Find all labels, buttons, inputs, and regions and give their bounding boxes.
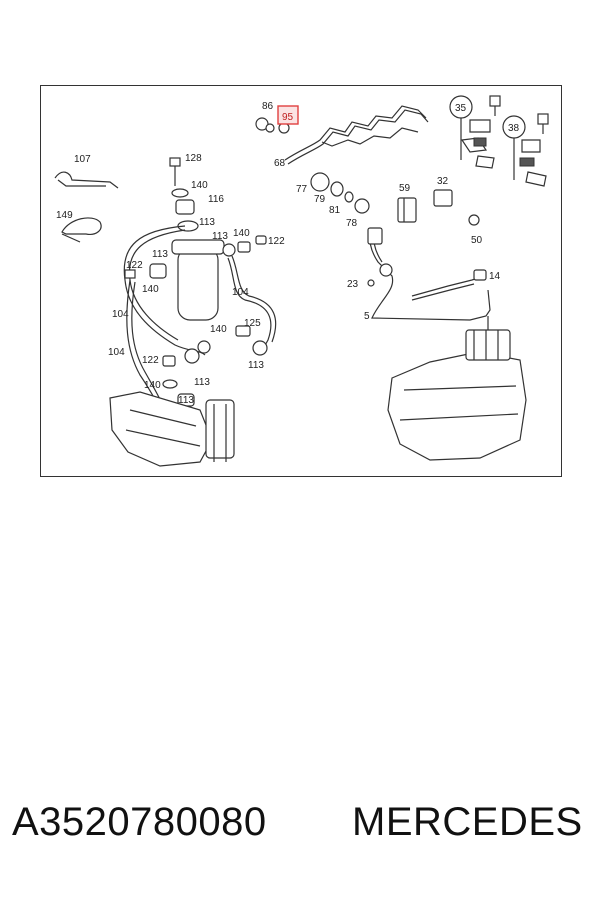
banjo-fitting (184, 348, 200, 364)
washer (171, 188, 189, 198)
label-128: 128 (185, 153, 202, 164)
diagram-frame (40, 85, 562, 477)
bolt (124, 269, 136, 279)
label-116: 116 (208, 194, 224, 205)
label-38: 38 (508, 123, 520, 134)
fuel-filter-assembly (54, 157, 277, 467)
label-113: 113 (194, 377, 210, 388)
brand-name: MERCEDES (352, 800, 583, 844)
label-113: 113 (152, 249, 168, 260)
callout-labels: 86 95 107 128 68 140 116 77 79 81 78 59 … (56, 101, 520, 406)
nut (237, 241, 251, 253)
pump-housing (205, 399, 235, 459)
label-113: 113 (199, 217, 215, 228)
injection-line (287, 109, 429, 165)
label-50: 50 (471, 235, 483, 246)
injection-pump (109, 391, 213, 467)
footer: A3520780080 MERCEDES (0, 800, 600, 860)
injection-pump (387, 351, 527, 461)
bolt-head (169, 157, 181, 167)
label-59: 59 (399, 183, 411, 194)
label-104: 104 (108, 347, 125, 358)
label-78: 78 (346, 218, 358, 229)
bracket-107 (57, 179, 106, 187)
banjo-fitting (252, 340, 268, 356)
label-113: 113 (178, 395, 194, 406)
label-68: 68 (274, 158, 286, 169)
label-86: 86 (262, 101, 274, 112)
label-140: 140 (233, 228, 250, 239)
label-140: 140 (142, 284, 159, 295)
label-149: 149 (56, 210, 73, 221)
fitting (235, 325, 251, 337)
label-23: 23 (347, 279, 359, 290)
bolt (537, 113, 549, 125)
label-35: 35 (455, 103, 467, 114)
label-122: 122 (268, 236, 285, 247)
part-32 (433, 189, 453, 207)
banjo-bolt (222, 243, 236, 257)
label-140: 140 (191, 180, 208, 191)
label-113: 113 (248, 360, 264, 371)
fuel-line-14 (411, 283, 475, 301)
bolt (255, 235, 267, 245)
label-140: 140 (144, 380, 161, 391)
filter-head (171, 239, 225, 255)
fitting (149, 263, 167, 279)
label-104: 104 (112, 309, 129, 320)
screw-50 (468, 214, 480, 226)
bolt (489, 95, 501, 107)
washer (162, 379, 178, 389)
label-81: 81 (329, 205, 341, 216)
label-122: 122 (142, 355, 159, 366)
clip (475, 155, 495, 169)
label-79: 79 (314, 194, 326, 205)
banjo-fitting (175, 199, 195, 215)
nut-77 (310, 172, 330, 192)
clip (525, 171, 547, 187)
washer-79 (330, 181, 344, 197)
injection-line (284, 105, 427, 161)
fuel-line-14 (411, 275, 485, 297)
washer (265, 123, 275, 133)
label-95[interactable]: 95 (282, 112, 294, 123)
label-140: 140 (210, 324, 227, 335)
washer (177, 220, 199, 232)
clamp-149 (61, 217, 102, 235)
bolt (162, 355, 176, 367)
fitting (367, 227, 383, 245)
label-107: 107 (74, 154, 91, 165)
label-113: 113 (212, 231, 228, 242)
label-77: 77 (296, 184, 308, 195)
block-59 (397, 197, 417, 223)
fitting (379, 263, 393, 277)
injection-line (321, 127, 419, 147)
label-125: 125 (244, 318, 261, 329)
label-32: 32 (437, 176, 449, 187)
fitting (473, 269, 487, 281)
bracket (469, 119, 491, 133)
label-5: 5 (364, 311, 370, 322)
label-104: 104 (232, 287, 249, 298)
fuel-filter (177, 247, 219, 321)
highlight-box (277, 105, 299, 125)
right-injection-pump (387, 316, 527, 461)
nut-23 (367, 279, 375, 287)
pump-head (465, 329, 511, 361)
nut-78 (354, 198, 370, 214)
injection-lines (255, 95, 549, 321)
banjo-bolt (197, 340, 211, 354)
ring-81 (344, 191, 354, 203)
bracket-107 (54, 171, 119, 189)
bracket (521, 139, 541, 153)
label-122: 122 (126, 260, 143, 271)
part-number: A3520780080 (12, 800, 267, 844)
fuel-line-104 (231, 255, 277, 343)
label-14: 14 (489, 271, 501, 282)
